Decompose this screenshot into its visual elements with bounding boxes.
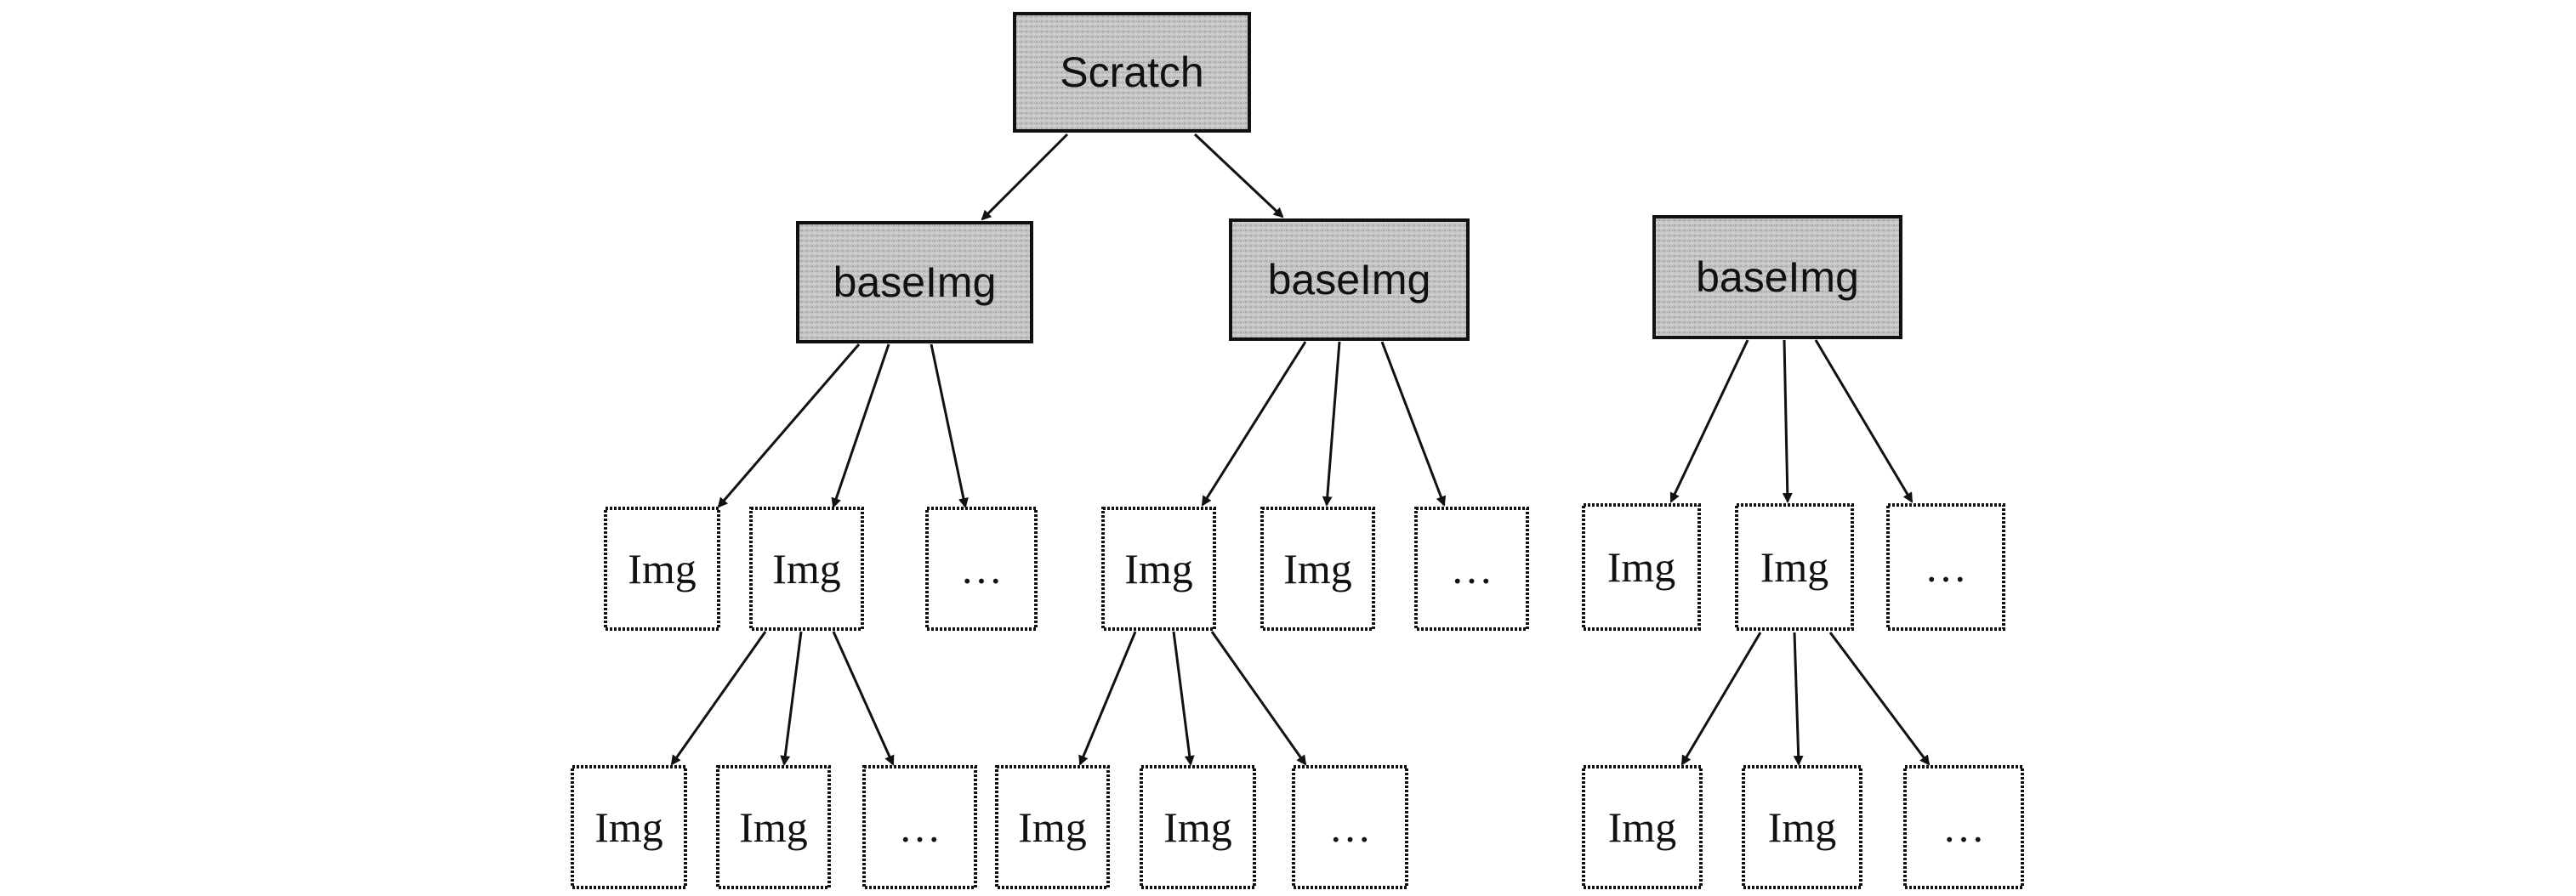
- node-label-j321: Img: [1608, 803, 1677, 851]
- node-label-j211: Img: [1018, 803, 1087, 851]
- edge-b1-i13: [930, 343, 969, 508]
- node-box-b3: [1652, 215, 1902, 339]
- node-b2: baseImg: [1229, 218, 1470, 341]
- edge-i12-j123: [832, 631, 895, 766]
- edge-i12-j122: [780, 631, 803, 766]
- node-box-i11: [604, 507, 720, 631]
- node-box-j121: [571, 765, 687, 889]
- node-box-scratch: [1013, 12, 1251, 133]
- node-label-b3: baseImg: [1696, 253, 1859, 301]
- node-j211: Img: [995, 765, 1110, 889]
- edge-scratch-b1: [981, 133, 1069, 221]
- node-label-j123: …: [899, 803, 941, 851]
- node-i12: Img: [749, 507, 864, 631]
- node-label-i33: …: [1925, 543, 1967, 591]
- node-box-i32: [1735, 503, 1854, 631]
- node-label-j323: …: [1942, 803, 1985, 851]
- node-j212: Img: [1140, 765, 1256, 889]
- node-label-j322: Img: [1768, 803, 1837, 851]
- node-label-i23: …: [1451, 545, 1493, 593]
- node-j123: …: [862, 765, 977, 889]
- edge-b2-i21: [1201, 341, 1307, 507]
- node-box-j321: [1582, 765, 1703, 889]
- node-i33: …: [1886, 503, 2005, 631]
- node-box-j322: [1742, 765, 1862, 889]
- edge-b2-i22: [1322, 341, 1341, 507]
- node-i21: Img: [1101, 507, 1216, 631]
- node-box-j123: [862, 765, 977, 889]
- node-i13: …: [925, 507, 1038, 631]
- node-j323: …: [1903, 765, 2024, 889]
- edge-i12-j121: [670, 631, 767, 766]
- node-b1: baseImg: [796, 221, 1033, 343]
- node-box-i22: [1260, 507, 1375, 631]
- edge-i21-j211: [1078, 631, 1137, 766]
- edge-b3-i31: [1669, 339, 1749, 503]
- node-j122: Img: [716, 765, 831, 889]
- node-box-j323: [1903, 765, 2024, 889]
- edge-b1-i11: [717, 343, 861, 508]
- node-box-b2: [1229, 218, 1470, 341]
- node-label-j121: Img: [594, 803, 663, 851]
- node-i23: …: [1414, 507, 1529, 631]
- node-box-i23: [1414, 507, 1529, 631]
- node-i11: Img: [604, 507, 720, 631]
- node-box-j213: [1292, 765, 1408, 889]
- node-label-i12: Img: [772, 545, 841, 593]
- node-label-j212: Img: [1163, 803, 1232, 851]
- node-label-j213: …: [1329, 803, 1372, 851]
- node-label-b2: baseImg: [1268, 256, 1431, 303]
- node-j322: Img: [1742, 765, 1862, 889]
- node-label-i21: Img: [1124, 545, 1193, 593]
- edge-b1-i12: [831, 343, 890, 508]
- node-b3: baseImg: [1652, 215, 1902, 339]
- node-scratch: Scratch: [1013, 12, 1251, 133]
- edge-i32-j321: [1680, 632, 1762, 766]
- edge-b2-i23: [1380, 341, 1447, 507]
- edge-scratch-b2: [1193, 133, 1284, 218]
- node-label-i22: Img: [1283, 545, 1352, 593]
- edge-b3-i33: [1814, 339, 1914, 503]
- node-box-i31: [1582, 503, 1701, 631]
- node-i32: Img: [1735, 503, 1854, 631]
- node-i22: Img: [1260, 507, 1375, 631]
- node-j121: Img: [571, 765, 687, 889]
- edge-i32-j322: [1793, 632, 1804, 766]
- node-label-i31: Img: [1607, 543, 1676, 591]
- node-label-i13: …: [960, 545, 1003, 593]
- edge-i21-j212: [1172, 631, 1195, 766]
- node-label-j122: Img: [739, 803, 808, 851]
- node-box-j212: [1140, 765, 1256, 889]
- node-box-j211: [995, 765, 1110, 889]
- node-box-j122: [716, 765, 831, 889]
- node-j213: …: [1292, 765, 1408, 889]
- node-box-i12: [749, 507, 864, 631]
- node-i31: Img: [1582, 503, 1701, 631]
- node-box-b1: [796, 221, 1033, 343]
- node-box-i21: [1101, 507, 1216, 631]
- node-label-i32: Img: [1760, 543, 1829, 591]
- edge-b3-i32: [1782, 339, 1793, 503]
- node-j321: Img: [1582, 765, 1703, 889]
- node-label-i11: Img: [628, 545, 697, 593]
- node-label-b1: baseImg: [833, 258, 997, 306]
- node-box-i13: [925, 507, 1038, 631]
- node-box-i33: [1886, 503, 2005, 631]
- edge-i32-j323: [1828, 632, 1931, 766]
- edge-i21-j213: [1210, 631, 1307, 766]
- node-label-scratch: Scratch: [1060, 48, 1204, 96]
